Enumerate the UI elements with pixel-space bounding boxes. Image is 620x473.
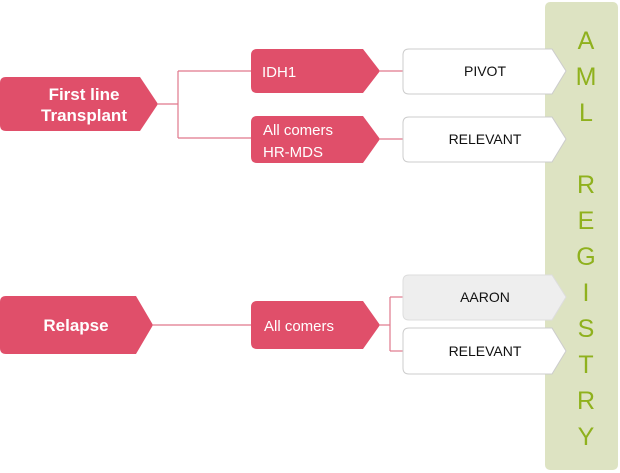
- first-line-transplant-box: First line Transplant: [0, 77, 158, 131]
- connectors-relapse: [153, 296, 403, 352]
- relapse-label: Relapse: [43, 316, 108, 335]
- all-comers-box: All comers: [251, 301, 380, 349]
- registry-letter: Y: [578, 423, 595, 451]
- relapse-box: Relapse: [0, 296, 153, 354]
- aml-registry-label: A M L R E G I S T R Y: [576, 27, 597, 451]
- registry-letter: L: [579, 99, 593, 127]
- relevant-box-1: RELEVANT: [402, 116, 567, 163]
- all-comers-label-1: All comers: [263, 122, 333, 139]
- relevant-box-2: RELEVANT: [402, 327, 567, 375]
- all-comers-hr-mds-box: All comers HR-MDS: [251, 116, 380, 163]
- first-line-label: First line: [49, 85, 120, 104]
- idh1-box: IDH1: [251, 49, 380, 93]
- registry-letter: I: [583, 279, 590, 307]
- hr-mds-label: HR-MDS: [263, 144, 323, 161]
- relevant-label-1: RELEVANT: [449, 131, 522, 147]
- registry-letter: G: [576, 243, 595, 271]
- transplant-label: Transplant: [41, 106, 127, 125]
- registry-letter: T: [578, 351, 593, 379]
- all-comers-label-2: All comers: [264, 318, 334, 335]
- registry-letter: E: [578, 207, 595, 235]
- relevant-label-2: RELEVANT: [449, 343, 522, 359]
- registry-letter: A: [578, 27, 595, 55]
- pivot-label: PIVOT: [464, 63, 506, 79]
- registry-letter: M: [576, 63, 597, 91]
- registry-letter: R: [577, 387, 595, 415]
- aaron-box: AARON: [402, 274, 567, 321]
- idh1-label: IDH1: [262, 64, 296, 81]
- registry-letter: S: [578, 315, 595, 343]
- connectors-first-line: [158, 70, 403, 140]
- aaron-label: AARON: [460, 289, 510, 305]
- registry-letter: R: [577, 171, 595, 199]
- pivot-box: PIVOT: [402, 48, 567, 95]
